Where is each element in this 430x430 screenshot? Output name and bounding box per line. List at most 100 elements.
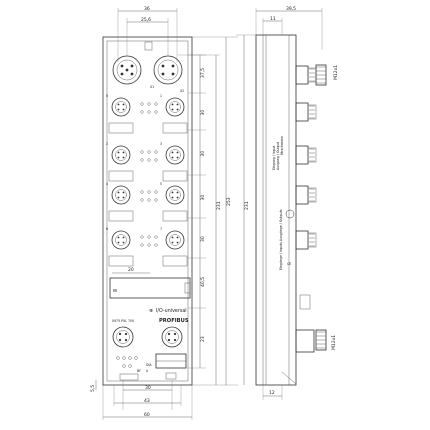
io-led [147,158,151,162]
io-led [154,110,158,114]
io-connector [108,185,134,222]
vendor-text: I/O-universal [156,308,187,314]
io-led [140,158,144,162]
io-led [154,243,158,247]
svg-text:CE: CE [287,262,291,266]
port-id-2: X2 [180,89,184,93]
port-number: 3 [160,142,162,146]
dim-right-stack-label: 40,5 [200,277,206,287]
io-led [154,235,158,239]
status-letter-bf: BF [137,369,141,373]
io-led [154,158,158,162]
io-led [140,110,144,114]
status-letter-u: U [146,369,149,373]
dim-right-stack-label: 30 [200,110,206,116]
io-connector [162,230,188,267]
dim-bottom-mid: 43 [144,398,150,404]
io-led [154,150,158,154]
io-led [147,198,151,202]
port-number: 2 [106,142,108,146]
right-dimension-stack: 37,5 30 30 30 30 40,5 23 [188,54,206,369]
dim-right-stack-label: 30 [200,195,206,201]
io-connector [108,145,134,182]
io-led [154,198,158,202]
io-connector [162,185,188,222]
side-connector [295,65,317,85]
side-connectors [295,64,327,353]
mounting-slot-top [144,41,153,51]
io-led [147,243,151,247]
power-connector-in [112,326,134,348]
din-rail-icon: ⊟ [113,289,117,294]
dim-right-stack-label: 30 [200,236,206,242]
side-connector [295,230,317,250]
io-led [147,150,151,154]
mounting-slot-bottom [165,372,177,380]
side-power-connector [295,294,315,353]
io-connector [162,145,188,182]
io-connector [108,97,134,134]
front-body [102,36,193,386]
io-led [147,102,151,106]
connector-icon [315,64,327,86]
dim-label-width: 20 [128,267,134,273]
model-text: 0975 PXL 700 [112,319,134,323]
side-body [255,34,297,386]
port-number: 4 [106,182,108,186]
io-led [140,102,144,106]
side-connector [295,102,317,122]
dim-right-stack-label: 37,5 [200,68,206,78]
dim-top-inner: 25,6 [141,17,151,23]
side-view: Hirschmann Ausgang / Output Eingang / In… [236,6,339,400]
io-led [147,110,151,114]
io-led [140,198,144,202]
side-label-output: Ausgang / Output [276,141,280,170]
side-connector [295,185,317,205]
power-connector-out [161,326,183,348]
port-number: 6 [106,227,108,231]
logo-icon: ⊕ [149,309,153,314]
connector-icon [315,329,327,351]
dim-bottom-inner: 30 [145,385,151,391]
side-label-io: Eingänge / Inputs Ausgänge / Outputs [279,209,283,270]
dim-top-outer: 36 [144,6,150,12]
fieldbus-connector-out [153,55,183,85]
port-number: 7 [160,227,162,231]
side-dim-top-inner: 11 [270,16,276,22]
io-connector [108,230,134,267]
io-led [147,235,151,239]
dim-left-small: 5,5 [90,385,96,392]
dim-bottom-width: 60 [144,412,150,418]
io-led [140,235,144,239]
io-led [154,102,158,106]
status-leds: BF DIA U [116,356,152,373]
port-number: 0 [106,94,108,98]
status-letter-dia: DIA [146,363,152,367]
side-dim-bottom: 12 [269,390,275,396]
label-window [109,277,191,299]
port-number: 1 [160,94,162,98]
side-dim-height: 231 [244,201,250,210]
side-dim-top-outer: 39,5 [286,6,296,12]
io-led [140,243,144,247]
side-label-input: Eingang / Input [272,145,276,170]
approval-stamp-icon [285,209,295,219]
dim-overall-height: 253 [226,197,232,206]
bus-text: PROFIBUS [159,318,189,324]
dim-body-height: 231 [216,201,222,210]
io-led [140,190,144,194]
fieldbus-connector-in [112,55,142,85]
side-dim-connector-b: M12x1 [331,335,337,350]
io-led [147,190,151,194]
side-connector [295,145,317,165]
port-id-1: X1 [150,85,154,89]
dim-right-stack-label: 23 [200,336,206,342]
dim-right-stack-label: 30 [200,151,206,157]
io-led [154,190,158,194]
io-led [140,150,144,154]
io-connector [162,97,188,134]
side-label-brand: Hirschmann [280,136,284,155]
